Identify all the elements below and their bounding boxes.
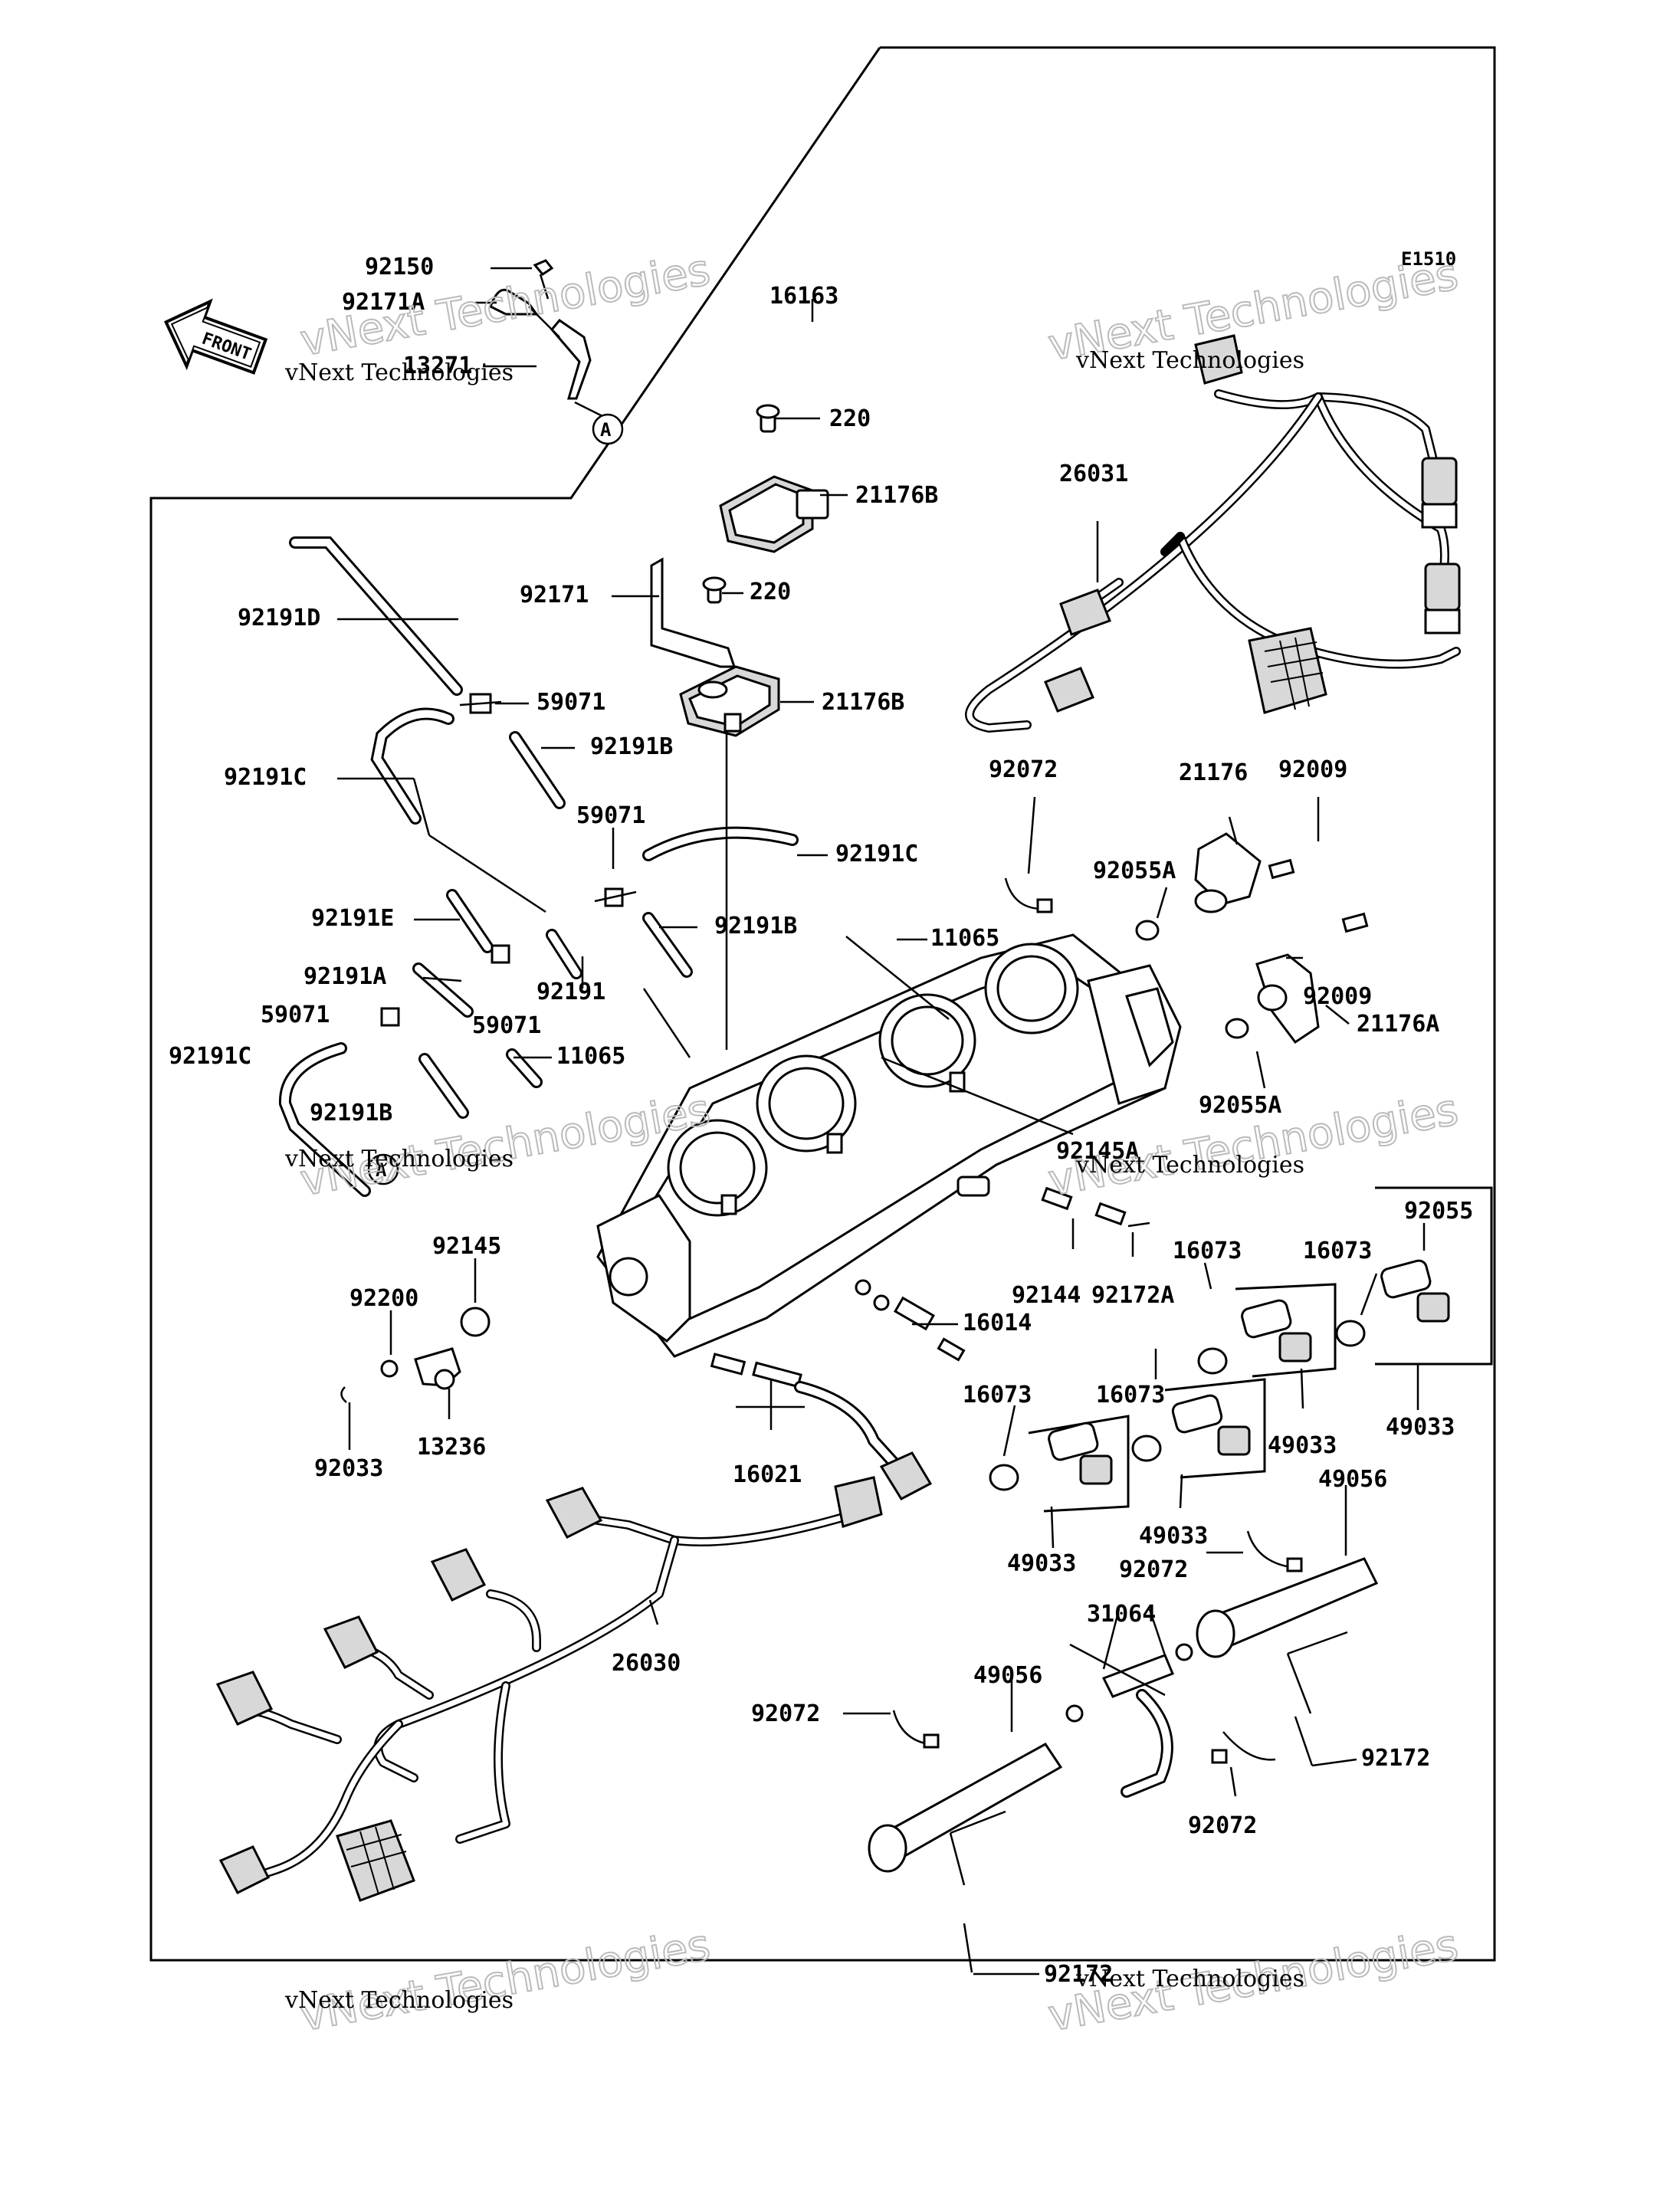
- label-92055A-a: 92055A: [1093, 857, 1176, 884]
- wiring-harness-upper: [965, 334, 1461, 733]
- watermark-small-3: vNext Technologies: [284, 1146, 514, 1172]
- small-parts: [340, 1186, 1150, 1500]
- label-92171A: 92171A: [342, 289, 425, 316]
- label-49033-b: 49033: [1386, 1414, 1455, 1441]
- label-92191C-b: 92191C: [835, 841, 918, 867]
- label-92144: 92144: [1012, 1282, 1081, 1309]
- callout-a-left: A: [367, 1153, 399, 1185]
- assembly-border: [149, 46, 1496, 1962]
- label-16014: 16014: [963, 1310, 1032, 1336]
- label-49033-d: 49033: [1007, 1550, 1076, 1577]
- label-220-upper: 220: [829, 405, 871, 432]
- label-21176B-lower: 21176B: [822, 689, 904, 716]
- label-26031: 26031: [1059, 461, 1128, 487]
- callout-a-top: A: [592, 413, 624, 445]
- label-92200: 92200: [349, 1285, 418, 1312]
- label-13236: 13236: [417, 1434, 486, 1461]
- label-49056-b: 49056: [973, 1662, 1042, 1689]
- watermark-small-4: vNext Technologies: [1075, 1152, 1304, 1179]
- upper-bracket-cluster: [489, 259, 606, 419]
- pressure-sensor-lower: [679, 665, 780, 737]
- label-92055A-b: 92055A: [1199, 1092, 1281, 1119]
- label-21176A: 21176A: [1357, 1011, 1439, 1038]
- label-92150: 92150: [365, 254, 434, 280]
- vacuum-hoses: [279, 536, 799, 1197]
- label-16073-d: 16073: [963, 1382, 1032, 1408]
- label-92009-b: 92009: [1303, 983, 1372, 1010]
- label-31064: 31064: [1087, 1601, 1156, 1628]
- label-16163: 16163: [769, 283, 838, 310]
- label-21176: 21176: [1179, 759, 1248, 786]
- watermark-large-1: vNext Technologies: [297, 245, 714, 366]
- label-16073-c: 16073: [1096, 1382, 1165, 1408]
- label-49033-a: 49033: [1268, 1432, 1337, 1459]
- label-13271: 13271: [403, 353, 472, 379]
- label-92191B-b: 92191B: [714, 913, 797, 939]
- label-92172-b: 92172: [1044, 1961, 1113, 1988]
- label-92191B-a: 92191B: [590, 733, 673, 760]
- label-59071-b: 59071: [576, 802, 645, 829]
- label-49056-a: 49056: [1318, 1466, 1387, 1493]
- label-92191D: 92191D: [238, 605, 320, 631]
- label-11065-a: 11065: [930, 925, 999, 952]
- label-92172-a: 92172: [1361, 1745, 1430, 1772]
- label-92145: 92145: [432, 1233, 501, 1260]
- label-16073-b: 16073: [1303, 1238, 1372, 1264]
- label-220-lower: 220: [750, 579, 791, 605]
- pressure-sensor-upper: [719, 404, 829, 553]
- label-92171: 92171: [520, 582, 589, 608]
- label-26030: 26030: [612, 1650, 681, 1677]
- leader-lines: [337, 267, 1426, 1976]
- label-49033-c: 49033: [1139, 1523, 1208, 1549]
- label-92072-a: 92072: [989, 756, 1058, 783]
- front-direction-arrow: FRONT: [163, 298, 268, 375]
- label-59071-d: 59071: [472, 1012, 541, 1039]
- label-92191: 92191: [536, 979, 605, 1005]
- watermark-small-2: vNext Technologies: [1075, 347, 1304, 374]
- svg-text:A: A: [600, 419, 612, 441]
- watermark-small-1: vNext Technologies: [284, 359, 514, 386]
- label-92191E: 92191E: [311, 905, 394, 932]
- diagram-code: E1510: [1401, 248, 1456, 270]
- label-92191C-c: 92191C: [169, 1043, 251, 1070]
- part-labels: 92150 92171A 13271 16163 220 21176B 2603…: [169, 254, 1473, 1988]
- throttle-sensors: [1135, 832, 1369, 1044]
- label-16021: 16021: [733, 1461, 802, 1488]
- label-21176B-upper: 21176B: [855, 482, 938, 509]
- label-92009-a: 92009: [1278, 756, 1347, 783]
- watermark-large-5: vNext Technologies: [297, 1920, 714, 2041]
- label-92145A: 92145A: [1056, 1138, 1139, 1165]
- svg-text:A: A: [376, 1159, 387, 1181]
- watermark-small-6: vNext Technologies: [1075, 1966, 1304, 1992]
- throttle-body-assembly: [596, 933, 1182, 1358]
- label-59071-a: 59071: [536, 689, 605, 716]
- fuel-injectors: [989, 1186, 1493, 1513]
- sensor-bracket: [650, 557, 737, 668]
- label-92072-d: 92072: [1188, 1812, 1257, 1839]
- fuel-rails: [868, 1557, 1379, 1973]
- label-92191C-a: 92191C: [224, 764, 307, 791]
- label-11065-b: 11065: [556, 1043, 625, 1070]
- label-92055: 92055: [1404, 1198, 1473, 1225]
- label-16073-a: 16073: [1173, 1238, 1242, 1264]
- hose-clips: [892, 877, 1303, 1764]
- label-92072-b: 92072: [1119, 1556, 1188, 1583]
- label-92033: 92033: [314, 1455, 383, 1482]
- label-92191A: 92191A: [304, 963, 386, 990]
- label-92072-c: 92072: [751, 1700, 820, 1727]
- label-92191B-c: 92191B: [310, 1100, 392, 1126]
- label-92172A: 92172A: [1091, 1282, 1174, 1309]
- watermark-small-5: vNext Technologies: [284, 1987, 514, 2014]
- label-59071-c: 59071: [261, 1002, 330, 1028]
- wiring-harness-lower: [215, 1476, 883, 1902]
